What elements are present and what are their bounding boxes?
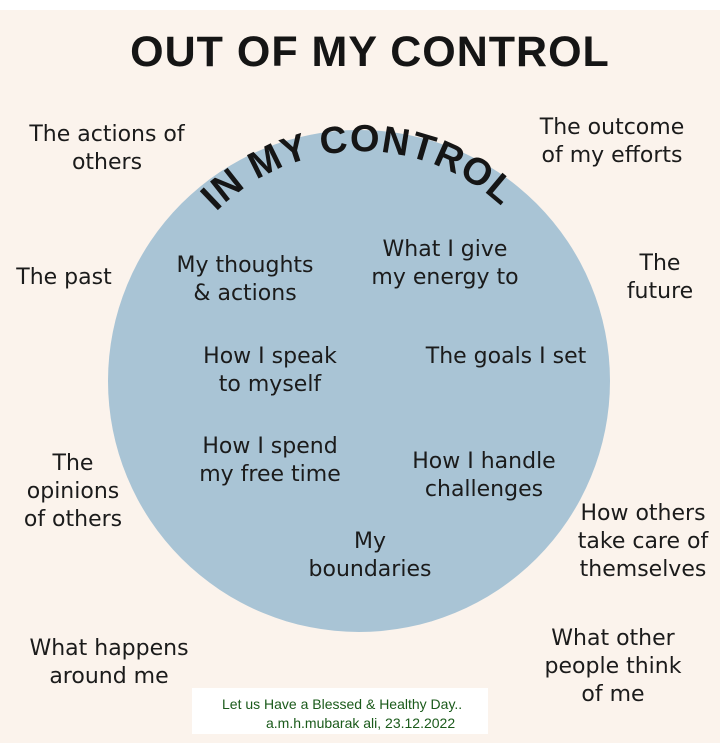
item-opinions: The opinions of others — [23, 451, 123, 532]
item-past: The past — [16, 265, 112, 290]
item-people-think: What other people think of me — [544, 626, 682, 707]
item-actions-of-others: The actions of others — [29, 122, 185, 175]
item-thoughts-actions: My thoughts & actions — [176, 253, 314, 306]
item-future: The future — [626, 251, 694, 304]
control-circle — [108, 130, 610, 632]
item-energy: What I give my energy to — [371, 237, 519, 290]
item-happens-around: What happens around me — [29, 636, 189, 689]
footer-caption: Let us Have a Blessed & Healthy Day.. a.… — [192, 688, 488, 734]
item-others-care: How others take care of themselves — [577, 501, 709, 582]
item-outcome: The outcome of my efforts — [539, 115, 685, 168]
item-boundaries: My boundaries — [308, 529, 432, 582]
item-free-time: How I spend my free time — [199, 434, 341, 487]
circle-title: IN MY CONTROL — [193, 118, 522, 218]
footer-line-1: Let us Have a Blessed & Healthy Day.. — [222, 696, 463, 712]
item-speak-to-myself: How I speak to myself — [203, 344, 337, 397]
item-goals: The goals I set — [425, 344, 587, 369]
item-challenges: How I handle challenges — [412, 449, 556, 502]
svg-text:IN MY CONTROL: IN MY CONTROL — [193, 118, 523, 218]
footer-line-2: a.m.h.mubarak ali, 23.12.2022 — [266, 715, 456, 731]
page-title: OUT OF MY CONTROL — [130, 28, 610, 76]
